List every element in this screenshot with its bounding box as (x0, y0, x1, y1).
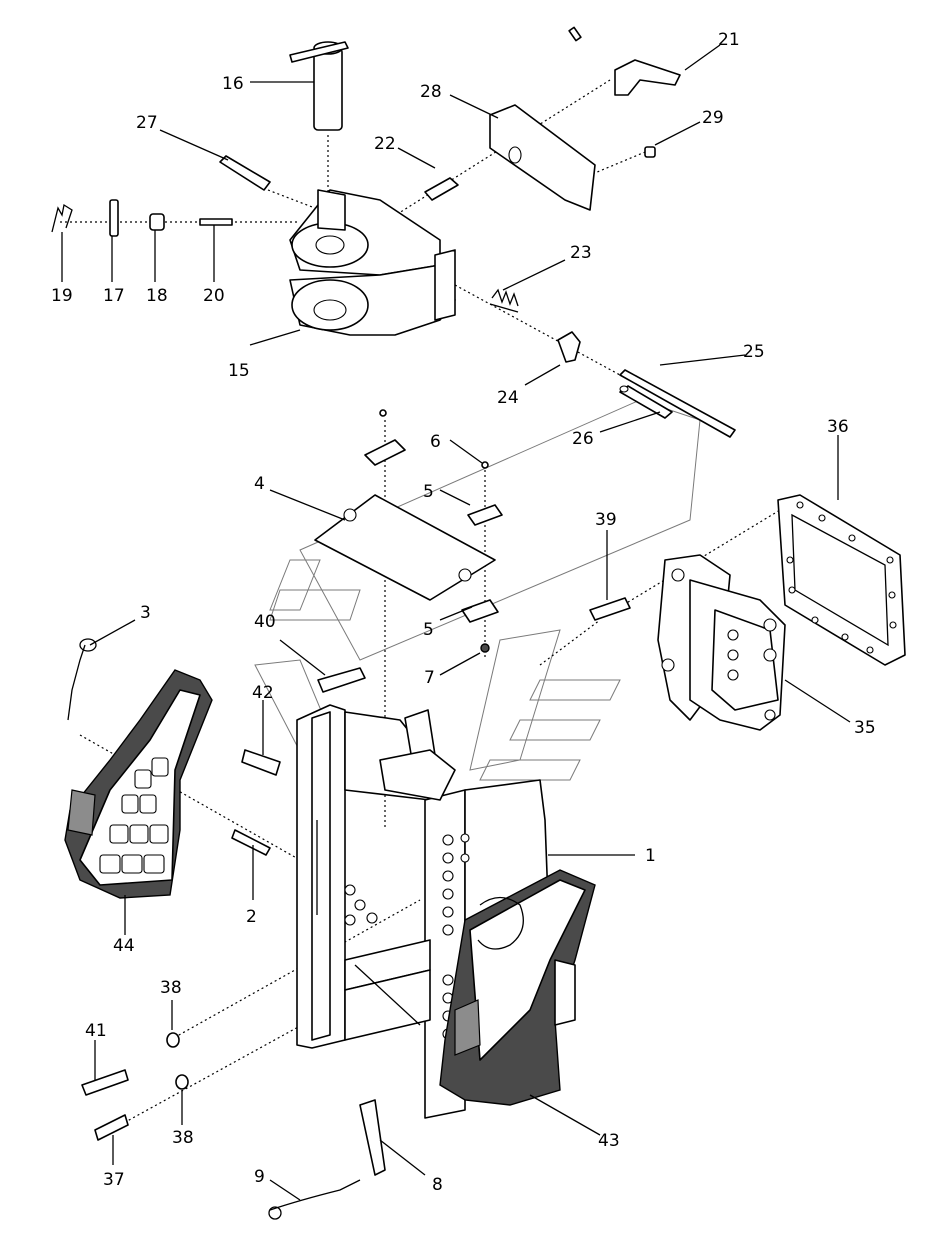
callout-36: 36 (827, 417, 849, 437)
left-hitch-guide (64, 669, 213, 899)
bolt-37 (94, 1114, 129, 1141)
callout-2: 2 (246, 907, 257, 927)
callout-38-upper: 38 (160, 978, 182, 998)
callout-26: 26 (572, 429, 594, 449)
screw-6-a (379, 409, 387, 417)
chain-9 (268, 1179, 361, 1220)
bushing-18 (149, 213, 165, 231)
callout-1: 1 (645, 846, 656, 866)
washer-38-upper (166, 1032, 180, 1048)
adapter-plate (657, 554, 786, 731)
callout-5-lower: 5 (423, 620, 434, 640)
callout-19: 19 (51, 286, 73, 306)
spring-23 (489, 288, 519, 313)
callout-8: 8 (432, 1175, 443, 1195)
latch-plate (489, 104, 596, 211)
callout-6: 6 (430, 432, 441, 452)
hitch-jaw (289, 189, 456, 336)
callout-23: 23 (570, 243, 592, 263)
main-frame (296, 704, 549, 1119)
gasket (777, 494, 906, 666)
frame-holes-right (442, 833, 470, 1040)
callout-44: 44 (113, 936, 135, 956)
bolt-42 (241, 749, 281, 776)
shaft-26 (619, 385, 673, 419)
pin-27 (219, 155, 271, 191)
callout-25: 25 (743, 342, 765, 362)
callout-29: 29 (702, 108, 724, 128)
callout-17: 17 (103, 286, 125, 306)
callout-43: 43 (598, 1131, 620, 1151)
callout-7: 7 (424, 668, 435, 688)
callout-22: 22 (374, 134, 396, 154)
callout-16: 16 (222, 74, 244, 94)
callout-20: 20 (203, 286, 225, 306)
washer-38-lower (175, 1074, 189, 1090)
bolt-40 (317, 667, 366, 693)
pin-2 (231, 829, 271, 856)
chain-pin-3 (67, 638, 97, 721)
callout-42: 42 (252, 683, 274, 703)
leader-lines (61, 44, 851, 1201)
screw-6-b (481, 461, 489, 469)
shaft-25 (619, 369, 736, 438)
key-20 (199, 218, 233, 226)
clip-5-lower (461, 599, 499, 623)
callout-41: 41 (85, 1021, 107, 1041)
latch-24 (557, 331, 581, 363)
lever-21 (568, 26, 681, 96)
right-hitch-guide (439, 869, 596, 1106)
bolt-22 (424, 177, 459, 201)
callout-24: 24 (497, 388, 519, 408)
callout-28: 28 (420, 82, 442, 102)
screw-29 (644, 146, 656, 158)
cover-plate (314, 494, 496, 601)
callout-4: 4 (254, 474, 265, 494)
callout-18: 18 (146, 286, 168, 306)
washer-17 (109, 199, 119, 237)
pin-8 (359, 1099, 386, 1176)
callout-9: 9 (254, 1167, 265, 1187)
nut-7 (480, 643, 490, 653)
clip-5-upper (364, 439, 406, 466)
callout-15: 15 (228, 361, 250, 381)
callout-39: 39 (595, 510, 617, 530)
clip-5-middle (467, 504, 503, 526)
callout-35: 35 (854, 718, 876, 738)
bolt-41 (81, 1069, 129, 1096)
coupling-pin (289, 41, 349, 131)
frame-holes-left (344, 884, 378, 926)
watermark-logo (254, 399, 701, 791)
bolt-39 (589, 597, 631, 621)
callout-21: 21 (718, 30, 740, 50)
callout-27: 27 (136, 113, 158, 133)
callout-labels: 1 2 3 4 5 5 6 7 8 9 15 16 17 18 19 20 21… (51, 30, 876, 1195)
callout-37: 37 (103, 1170, 125, 1190)
left-guide-cells (99, 757, 169, 874)
spring-clip-19 (51, 203, 73, 233)
callout-40: 40 (254, 612, 276, 632)
callout-38-lower: 38 (172, 1128, 194, 1148)
callout-5-upper: 5 (423, 482, 434, 502)
callout-3: 3 (140, 603, 151, 623)
